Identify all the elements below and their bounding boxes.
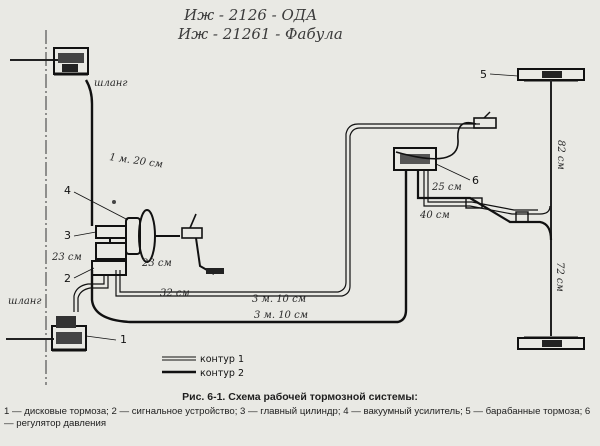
legend-circuit-1-label: контур 1 (200, 354, 244, 365)
label-length-23cm-right: 23 см (141, 258, 172, 269)
callout-4: 4 (64, 184, 71, 197)
pipe-circuit-2-to-rear (90, 170, 408, 324)
figure-caption: Рис. 6-1. Схема рабочей тормозной систем… (0, 391, 600, 430)
pipe-circuit-2-rear-lower (416, 170, 553, 241)
pipe-circuit-1 (73, 123, 551, 312)
header-line-1: Иж - 2126 - ОДА (183, 6, 317, 24)
label-length-82cm: 82 см (555, 140, 566, 170)
drum-brake-rear-bottom (517, 336, 585, 350)
callout-3: 3 (64, 229, 71, 242)
pipe-circuit-2-front-top (84, 79, 94, 226)
label-length-25cm: 25 см (431, 182, 462, 193)
label-length-32cm: 32 см (160, 288, 190, 299)
drum-brake-rear-top (517, 68, 585, 82)
label-length-23cm-left: 23 см (51, 252, 82, 263)
label-length-40cm: 40 см (419, 210, 450, 221)
callout-6: 6 (472, 174, 479, 187)
callout-5: 5 (480, 68, 487, 81)
pressure-regulator (393, 111, 497, 171)
disc-brake-front-top (53, 47, 89, 76)
brake-pedal-front (181, 213, 224, 275)
vacuum-port (112, 200, 116, 204)
caption-body: 1 — дисковые тормоза; 2 — сигнальное уст… (4, 406, 591, 429)
label-length-1m20: 1 м. 20 см (109, 152, 164, 170)
legend-circuit-2-label: контур 2 (200, 368, 244, 379)
label-shlang-bottom: шланг (8, 296, 41, 307)
label-length-3m10-lower: 3 м. 10 см (254, 310, 308, 321)
rear-tee-connector (465, 197, 529, 223)
brake-system-diagram: Иж - 2126 - ОДА Иж - 21261 - Фабула (6, 6, 585, 385)
label-length-3m10-upper: 3 м. 10 см (252, 294, 306, 305)
label-shlang-top: шланг (94, 78, 127, 89)
callout-1: 1 (120, 333, 127, 346)
legend: контур 1 контур 2 (162, 354, 244, 379)
header-line-2: Иж - 21261 - Фабула (177, 25, 343, 43)
vacuum-booster (125, 209, 180, 263)
master-cylinder (91, 225, 127, 276)
caption-title: Рис. 6-1. Схема рабочей тормозной систем… (182, 391, 418, 403)
label-length-72cm: 72 см (554, 262, 565, 292)
callout-2: 2 (64, 272, 71, 285)
callout-leaders (73, 73, 519, 341)
disc-brake-front-bottom (51, 316, 87, 352)
